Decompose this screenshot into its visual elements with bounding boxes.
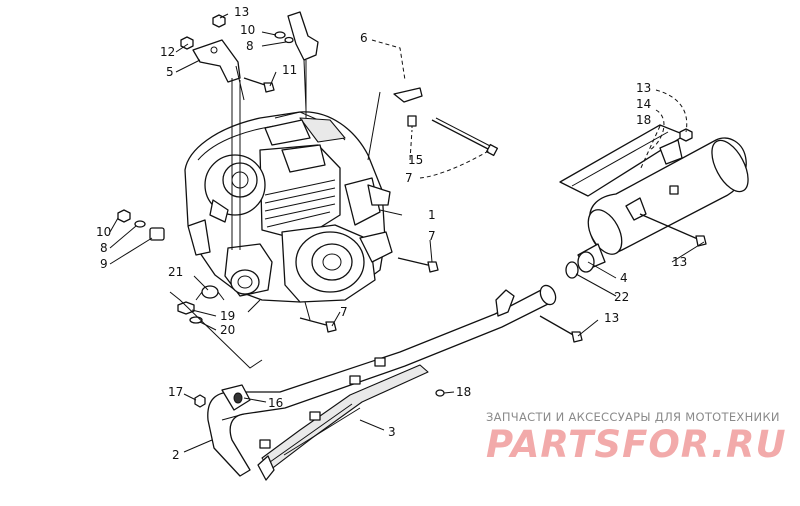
long-bolt-7 — [431, 117, 499, 157]
bolt-7-right — [397, 257, 439, 273]
callout-13: 13 — [234, 5, 249, 19]
callout-7: 7 — [428, 229, 436, 243]
callout-13: 13 — [636, 81, 651, 95]
engine-mount-bracket-6 — [287, 11, 319, 111]
bolt-13-lower — [539, 315, 583, 343]
nut-12 — [180, 36, 194, 50]
callout-13: 13 — [604, 311, 619, 325]
watermark-logo: PARTSFOR.RU — [486, 423, 787, 466]
callout-18: 18 — [456, 385, 471, 399]
callout-6: 6 — [360, 31, 368, 45]
callout-2: 2 — [172, 448, 180, 462]
watermark-caption: ЗАПЧАСТИ И АКСЕССУАРЫ ДЛЯ МОТОТЕХНИКИ — [486, 410, 780, 424]
gasket-19-20 — [177, 301, 203, 324]
washer-8-top — [284, 36, 294, 44]
washer-18-bottom — [435, 389, 445, 397]
nut-13-upper-right — [679, 128, 693, 142]
callout-22: 22 — [614, 290, 629, 304]
callout-10: 10 — [240, 23, 255, 37]
callout-17: 17 — [168, 385, 183, 399]
heat-shield-3 — [257, 357, 429, 481]
callout-16: 16 — [268, 396, 283, 410]
callout-11: 11 — [282, 63, 297, 77]
callout-8: 8 — [246, 39, 254, 53]
callout-1: 1 — [428, 208, 436, 222]
bolt-7-bottom — [299, 317, 337, 333]
nut-13-top — [212, 14, 226, 28]
washer-8-left — [134, 220, 146, 228]
clamp-22 — [565, 261, 579, 279]
muffler-assembly — [559, 124, 749, 273]
callout-8: 8 — [100, 241, 108, 255]
callout-7: 7 — [340, 305, 348, 319]
callout-21: 21 — [168, 265, 183, 279]
callout-19: 19 — [220, 309, 235, 323]
callout-18: 18 — [636, 113, 651, 127]
callout-4: 4 — [620, 271, 628, 285]
callout-15: 15 — [408, 153, 423, 167]
callout-3: 3 — [388, 425, 396, 439]
callout-14: 14 — [636, 97, 651, 111]
nut-10-left — [117, 209, 131, 223]
bracket-15 — [393, 87, 423, 128]
bolt-11 — [243, 77, 275, 93]
callout-labels: 13 10 8 6 12 5 11 15 7 1 7 10 8 9 21 19 … — [96, 5, 687, 462]
clamp-21 — [195, 285, 225, 301]
exhaust-pipe — [207, 284, 557, 477]
leader-lines — [109, 13, 705, 453]
callout-12: 12 — [160, 45, 175, 59]
callout-10: 10 — [96, 225, 111, 239]
callout-5: 5 — [166, 65, 174, 79]
callout-20: 20 — [220, 323, 235, 337]
engine-assembly — [184, 111, 393, 321]
bolt-13-right — [639, 213, 707, 247]
callout-13: 13 — [672, 255, 687, 269]
callout-9: 9 — [100, 257, 108, 271]
callout-7: 7 — [405, 171, 413, 185]
nut-17 — [194, 394, 206, 408]
gasket-16 — [221, 384, 251, 411]
engine-mount-bracket-5 — [192, 39, 245, 101]
spacer-9 — [149, 227, 165, 241]
washer-10-top — [274, 31, 286, 39]
